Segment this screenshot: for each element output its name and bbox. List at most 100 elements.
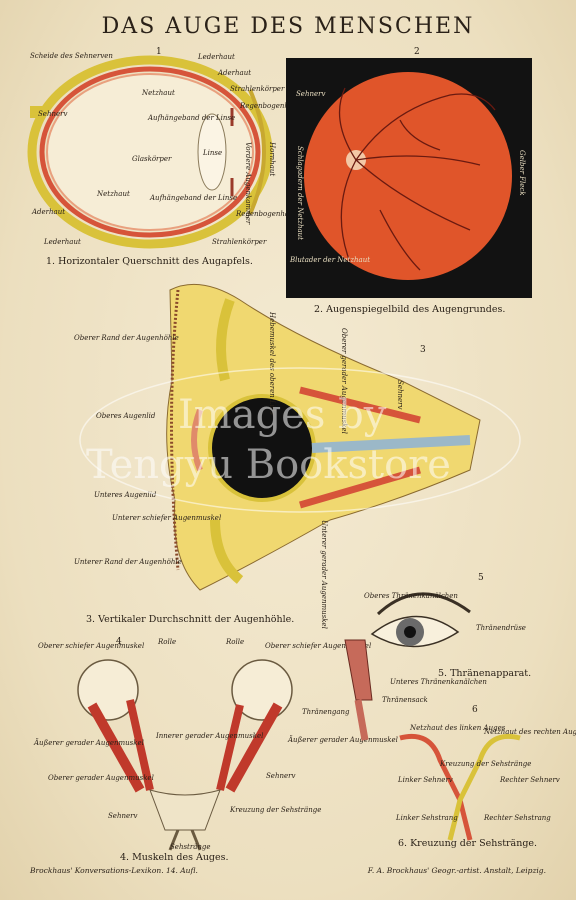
fig3-label-unteres-lid: Unteres Augenlid [94, 491, 157, 499]
fig4-label-rolle-r: Rolle [225, 638, 244, 646]
figure-4: 4 Oberer schiefer Augenmuskel Rolle Roll… [33, 637, 398, 863]
watermark: Images by Tengyu Bookstore [79, 367, 521, 513]
fig4-caption: 4. Muskeln des Auges. [120, 852, 229, 863]
fig3-label-unterer-schiefer: Unterer schiefer Augenmuskel [112, 514, 221, 522]
figure-3: 3 Oberer Rand der Augenhöhle Hebemuskel … [74, 283, 481, 629]
fig4-label-sehstraenge: Sehstränge [170, 843, 211, 851]
fig4-left-muscle-outer [87, 702, 145, 793]
fig4-label-aeusserer-l: Äußerer gerader Augenmuskel [33, 738, 144, 747]
fig3-label-oberes-lid: Oberes Augenlid [96, 412, 156, 420]
fig6-label-netz-rechts: Netzhaut des rechten Auges [483, 728, 576, 736]
fig2-label-gelber-fleck: Gelber Fleck [518, 150, 526, 196]
figure-1: 1 Scheide des Sehnerven Lederhaut Aderha… [27, 47, 301, 267]
fig1-caption: 1. Horizontaler Querschnitt des Augapfel… [46, 256, 253, 267]
fig3-label-hebemuskel: Hebemuskel des oberen Lids [268, 311, 276, 415]
fig5-pupil [404, 626, 416, 638]
fig1-retina [46, 73, 254, 231]
fig3-label-unterer-gerader: Unterer gerader Augenmuskel [320, 520, 328, 629]
fig5-label-gang: Thränengang [302, 708, 350, 716]
fig1-cornea [248, 89, 266, 215]
fig2-label-blutader: Blutader der Netzhaut [289, 256, 370, 264]
fig1-lens [197, 113, 227, 191]
fig1-label-sehnerv: Sehnerv [38, 110, 67, 118]
figure-2: 2 Sehnerv Schlagadern der Netzhaut Gelbe… [286, 47, 532, 315]
fig4-label-oberer-schiefer-l: Oberer schiefer Augenmuskel [38, 642, 144, 650]
fig1-label-regenbogen-top: Regenbogenhaut [239, 102, 301, 110]
fig6-number: 6 [472, 705, 478, 715]
fig6-label-linker-sehnerv: Linker Sehnerv [397, 776, 453, 784]
fig6-label-linker-strang: Linker Sehstrang [395, 814, 458, 822]
fig1-number: 1 [156, 47, 162, 57]
fig3-eyelids [191, 408, 203, 472]
watermark-line1: Images by [178, 392, 387, 438]
fig1-label-lederhaut-bot: Lederhaut [43, 238, 81, 246]
fig3-inferior-rectus [299, 466, 421, 509]
watermark-line2: Tengyu Bookstore [86, 442, 451, 488]
figure-5: 5 Oberes Thränenkanälchen Thränendrüse 5… [302, 573, 531, 741]
fig2-label-schlagadern: Schlagadern der Netzhaut [296, 146, 304, 240]
fig4-chiasm [149, 789, 221, 831]
fig3-label-oberer-gerader: Oberer gerader Augenmuskel [340, 328, 348, 434]
fig1-label-aufh-bot: Aufhängeband der Linse [149, 194, 237, 202]
fig3-label-sehnerv: Sehnerv [396, 380, 404, 409]
fig4-optic-tracts [168, 829, 202, 851]
fig4-label-oberer-gerader: Oberer gerader Augenmuskel [48, 774, 154, 782]
fig4-label-rolle-l: Rolle [157, 638, 176, 646]
fig4-number: 4 [116, 637, 122, 647]
fig3-number: 3 [420, 345, 426, 355]
fig3-lower-bone [210, 519, 244, 584]
fig5-number: 5 [478, 573, 484, 583]
fig4-label-aeusserer-r: Äußerer gerader Augenmuskel [287, 735, 398, 744]
fig4-right-muscle-inner [216, 704, 244, 791]
fig6-label-rechter-sehnerv: Rechter Sehnerv [499, 776, 560, 784]
fig4-right-muscle-outer [225, 702, 283, 793]
plate-title: DAS AUGE DES MENSCHEN [101, 14, 475, 39]
fig4-label-sehnerv-r: Sehnerv [266, 772, 295, 780]
fig1-label-aderhaut-top: Aderhaut [217, 69, 251, 77]
fig3-label-oberer-rand: Oberer Rand der Augenhöhle [74, 334, 179, 342]
fig1-label-glaskoerper: Glaskörper [132, 155, 172, 163]
footer-left: Brockhaus' Konversations-Lexikon. 14. Au… [30, 866, 198, 875]
fig1-label-lederhaut-top: Lederhaut [197, 53, 235, 61]
fig4-label-oberer-schiefer-r: Oberer schiefer Augenmuskel [265, 642, 371, 650]
fig3-optic-nerve [311, 435, 471, 453]
fig6-label-kreuzung: Kreuzung der Sehstränge [439, 760, 531, 768]
fig5-label-druese: Thränendrüse [476, 624, 526, 632]
fig4-left-muscle-inner [126, 699, 154, 791]
fig2-label-sehnerv: Sehnerv [296, 90, 325, 98]
fig4-label-innerer: Innerer gerader Augenmuskel [155, 732, 263, 740]
fig3-caption: 3. Vertikaler Durchschnitt der Augenhöhl… [86, 614, 294, 625]
fig5-label-sack: Thränensack [382, 696, 428, 704]
watermark-ellipse [79, 367, 521, 513]
fig5-label-unteres-k: Unteres Thränenkanälchen [390, 678, 487, 686]
fig3-skin-hair [170, 289, 180, 571]
fig3-superior-rectus [299, 386, 421, 424]
fig1-label-regenbogen-bot: Regenbogenhaut [235, 210, 297, 218]
figure-6: 6 Netzhaut des linken Auges Netzhaut des… [395, 705, 576, 849]
fig1-label-strahlen-bot: Strahlenkörper [212, 238, 267, 246]
fig5-nasolacrimal-duct [354, 699, 369, 741]
fig5-label-oberes-k: Oberes Thränenkanälchen [364, 592, 458, 600]
fig6-label-rechter-strang: Rechter Sehstrang [483, 814, 551, 822]
fig1-optic-nerve [30, 106, 44, 118]
fig1-label-aderhaut-bot: Aderhaut [31, 208, 65, 216]
fig6-label-netz-links: Netzhaut des linken Auges [409, 724, 506, 732]
fig5-caption: 5. Thränenapparat. [438, 668, 531, 679]
fig6-left-pathway [399, 733, 473, 841]
fig1-label-netzhaut-top: Netzhaut [141, 89, 175, 97]
fig4-label-kreuzung: Kreuzung der Sehstränge [229, 806, 321, 814]
fig1-label-netzhaut-bot: Netzhaut [96, 190, 130, 198]
fig2-caption: 2. Augenspiegelbild des Augengrundes. [314, 304, 505, 315]
fig6-caption: 6. Kreuzung der Sehstränge. [398, 838, 537, 849]
fig6-right-pathway [447, 733, 521, 841]
fig1-label-hornhaut: Hornhaut [268, 141, 276, 176]
fig1-label-aufh-top: Aufhängeband der Linse [147, 114, 235, 122]
footer-right: F. A. Brockhaus' Geogr.-artist. Anstalt,… [367, 866, 546, 875]
fig1-choroid [39, 66, 261, 238]
fig3-label-unterer-rand: Unterer Rand der Augenhöhle [74, 558, 182, 566]
fig1-label-strahlen-top: Strahlenkörper [230, 85, 285, 93]
fig1-label-linse: Linse [202, 149, 222, 157]
fig1-label-scheide: Scheide des Sehnerven [30, 52, 113, 60]
